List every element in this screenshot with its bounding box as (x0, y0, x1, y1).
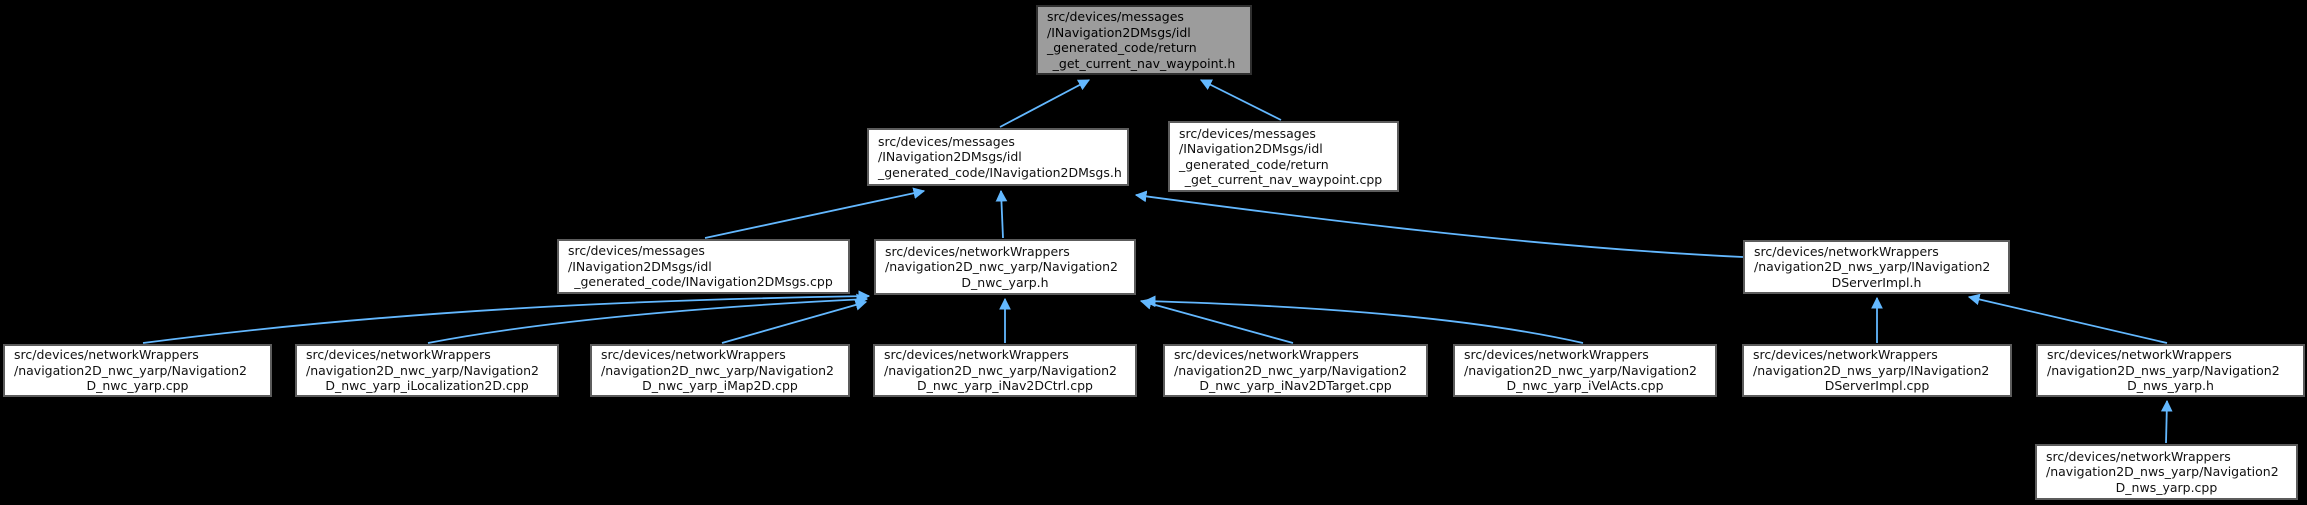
node-navigation2d-nwc-yarp-inav2dtarget-cpp[interactable]: src/devices/networkWrappers /navigation2… (1163, 344, 1428, 397)
edge-inavigation2dmsgs-h-to-return-waypoint-h (999, 79, 1091, 128)
node-navigation2d-nws-yarp-h[interactable]: src/devices/networkWrappers /navigation2… (2036, 344, 2305, 397)
edge-inav2dtarget-cpp-to-nwc-yarp-h (1139, 298, 1294, 344)
edge-serverimpl-h-to-inavigation2dmsgs-h (1134, 190, 1744, 258)
node-navigation2d-nwc-yarp-inav2dctrl-cpp[interactable]: src/devices/networkWrappers /navigation2… (873, 344, 1137, 397)
edge-nwc-yarp-cpp-to-nwc-yarp-h (142, 290, 871, 344)
edge-ilocalization2d-cpp-to-nwc-yarp-h (427, 293, 869, 344)
node-navigation2d-nwc-yarp-ivelacts-cpp[interactable]: src/devices/networkWrappers /navigation2… (1453, 344, 1717, 397)
node-return-get-current-nav-waypoint-h[interactable]: src/devices/messages /INavigation2DMsgs/… (1036, 5, 1252, 75)
node-inavigation2dserverimpl-cpp[interactable]: src/devices/networkWrappers /navigation2… (1742, 344, 2012, 397)
edge-nwc-yarp-h-to-inavigation2dmsgs-h (995, 189, 1008, 239)
edge-ivelacts-cpp-to-nwc-yarp-h (1143, 295, 1584, 344)
node-navigation2d-nwc-yarp-cpp[interactable]: src/devices/networkWrappers /navigation2… (3, 344, 272, 397)
edge-nws-yarp-h-to-serverimpl-h (1967, 293, 2168, 344)
edge-inavigation2dmsgs-cpp-to-inavigation2dmsgs-h (704, 187, 926, 239)
edge-return-waypoint-cpp-to-return-waypoint-h (1199, 79, 1282, 121)
edge-imap2d-cpp-to-nwc-yarp-h (721, 299, 868, 344)
node-inavigation2dserverimpl-h[interactable]: src/devices/networkWrappers /navigation2… (1743, 240, 2010, 294)
node-inavigation2dmsgs-h[interactable]: src/devices/messages /INavigation2DMsgs/… (867, 128, 1129, 186)
node-navigation2d-nwc-yarp-imap2d-cpp[interactable]: src/devices/networkWrappers /navigation2… (590, 344, 850, 397)
node-navigation2d-nwc-yarp-h[interactable]: src/devices/networkWrappers /navigation2… (874, 239, 1136, 295)
node-inavigation2dmsgs-cpp[interactable]: src/devices/messages /INavigation2DMsgs/… (557, 239, 850, 294)
edge-nws-yarp-cpp-to-nws-yarp-h (2160, 399, 2173, 444)
node-return-get-current-nav-waypoint-cpp[interactable]: src/devices/messages /INavigation2DMsgs/… (1168, 121, 1399, 192)
node-navigation2d-nwc-yarp-ilocalization2d-cpp[interactable]: src/devices/networkWrappers /navigation2… (295, 344, 559, 397)
node-navigation2d-nws-yarp-cpp[interactable]: src/devices/networkWrappers /navigation2… (2035, 444, 2298, 500)
